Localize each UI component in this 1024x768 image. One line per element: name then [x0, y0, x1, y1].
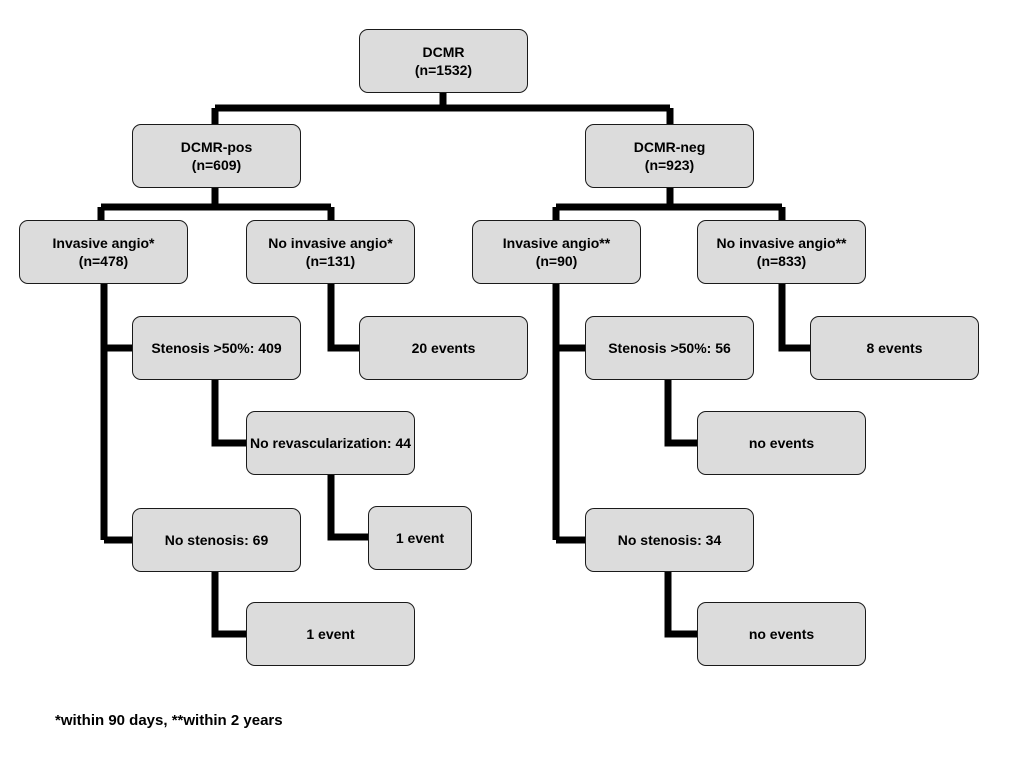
- node-dcmr-pos: DCMR-pos (n=609): [132, 124, 301, 188]
- connector-neg-no-stenosis: [664, 571, 698, 638]
- node-neg-stenosis: Stenosis >50%: 56: [585, 316, 754, 380]
- connector-neg-stenosis: [664, 379, 698, 447]
- connector-pos-no-revasc: [327, 475, 369, 541]
- node-pos-no-revascularization-events: 1 event: [368, 506, 472, 570]
- connector-root: [211, 93, 674, 125]
- node-neg-stenosis-events-label: no events: [748, 435, 815, 451]
- connector-pos-angio: [100, 284, 133, 544]
- node-dcmr-title: DCMR: [422, 44, 465, 60]
- node-neg-no-angio-events-label: 8 events: [866, 340, 923, 356]
- node-pos-no-stenosis-events-label: 1 event: [306, 626, 355, 642]
- footnote: *within 90 days, **within 2 years: [55, 712, 283, 729]
- node-pos-no-angio-events-label: 20 events: [411, 340, 476, 356]
- node-neg-no-stenosis-label: No stenosis: 34: [617, 532, 722, 548]
- connector-pos-no-stenosis: [211, 571, 247, 638]
- node-neg-no-stenosis-events: no events: [697, 602, 866, 666]
- node-pos-no-angio-events: 20 events: [359, 316, 528, 380]
- node-pos-no-stenosis: No stenosis: 69: [132, 508, 301, 572]
- node-pos-invasive-angio: Invasive angio* (n=478): [19, 220, 188, 284]
- node-neg-invasive-angio: Invasive angio** (n=90): [472, 220, 641, 284]
- connector-pos-no-angio: [327, 284, 359, 352]
- node-pos-no-invasive-angio-count: (n=131): [305, 253, 356, 269]
- node-neg-no-angio-events: 8 events: [810, 316, 979, 380]
- node-pos-no-stenosis-events: 1 event: [246, 602, 415, 666]
- node-dcmr-neg-count: (n=923): [644, 157, 695, 173]
- node-dcmr: DCMR (n=1532): [359, 29, 528, 93]
- node-pos-invasive-angio-title: Invasive angio*: [52, 235, 155, 251]
- node-pos-stenosis: Stenosis >50%: 409: [132, 316, 301, 380]
- node-dcmr-neg: DCMR-neg (n=923): [585, 124, 754, 188]
- node-pos-stenosis-label: Stenosis >50%: 409: [151, 340, 282, 356]
- connector-neg-angio: [552, 284, 585, 544]
- connector-neg-no-angio: [778, 284, 811, 352]
- node-neg-no-invasive-angio: No invasive angio** (n=833): [697, 220, 866, 284]
- node-pos-no-invasive-angio: No invasive angio* (n=131): [246, 220, 415, 284]
- node-pos-no-invasive-angio-title: No invasive angio*: [268, 235, 393, 251]
- node-neg-stenosis-events: no events: [697, 411, 866, 475]
- node-dcmr-neg-title: DCMR-neg: [633, 139, 706, 155]
- node-neg-no-stenosis: No stenosis: 34: [585, 508, 754, 572]
- node-pos-no-stenosis-label: No stenosis: 69: [164, 532, 269, 548]
- node-neg-invasive-angio-title: Invasive angio**: [502, 235, 611, 251]
- connector-pos: [97, 187, 335, 220]
- node-neg-no-stenosis-events-label: no events: [748, 626, 815, 642]
- node-neg-invasive-angio-count: (n=90): [535, 253, 578, 269]
- node-neg-no-invasive-angio-title: No invasive angio**: [716, 235, 847, 251]
- connector-pos-stenosis: [211, 379, 247, 447]
- node-pos-no-revascularization-events-label: 1 event: [395, 530, 445, 546]
- node-pos-no-revascularization: No revascularization: 44: [246, 411, 415, 475]
- node-dcmr-count: (n=1532): [414, 62, 473, 78]
- connector-neg: [552, 187, 786, 220]
- node-dcmr-pos-title: DCMR-pos: [180, 139, 253, 155]
- node-neg-no-invasive-angio-count: (n=833): [756, 253, 807, 269]
- node-pos-invasive-angio-count: (n=478): [78, 253, 129, 269]
- node-dcmr-pos-count: (n=609): [191, 157, 242, 173]
- node-neg-stenosis-label: Stenosis >50%: 56: [608, 340, 731, 356]
- node-pos-no-revascularization-label: No revascularization: 44: [249, 435, 412, 451]
